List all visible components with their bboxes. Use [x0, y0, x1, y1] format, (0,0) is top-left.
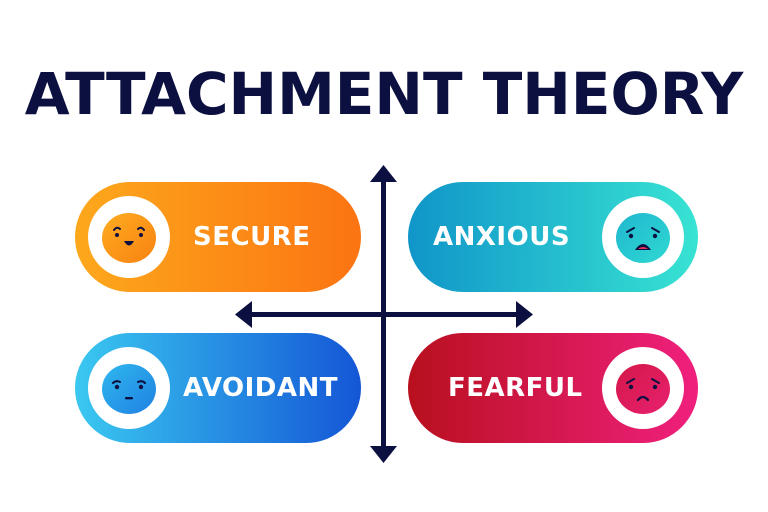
quadrant-anxious: ANXIOUS — [408, 182, 698, 292]
anxious-icon-ring — [602, 196, 684, 278]
shocked-face-icon — [616, 213, 670, 263]
horizontal-axis-arrow — [235, 301, 533, 328]
arrow-right-icon — [516, 301, 533, 328]
arrow-left-icon — [235, 301, 252, 328]
quadrant-fearful: FEARFUL — [408, 333, 698, 443]
neutral-face-icon — [102, 364, 156, 414]
fearful-icon-ring — [602, 347, 684, 429]
secure-icon-ring — [88, 196, 170, 278]
happy-face-icon — [102, 213, 156, 263]
arrow-down-icon — [370, 446, 397, 463]
anxious-label: ANXIOUS — [433, 222, 571, 252]
page-title: ATTACHMENT THEORY — [24, 60, 744, 128]
arrow-up-icon — [370, 165, 397, 182]
fearful-label: FEARFUL — [448, 373, 583, 403]
secure-label: SECURE — [193, 222, 311, 252]
quadrant-avoidant: AVOIDANT — [75, 333, 361, 443]
avoidant-label: AVOIDANT — [183, 373, 338, 403]
avoidant-icon-ring — [88, 347, 170, 429]
quadrant-secure: SECURE — [75, 182, 361, 292]
sad-face-icon — [616, 364, 670, 414]
